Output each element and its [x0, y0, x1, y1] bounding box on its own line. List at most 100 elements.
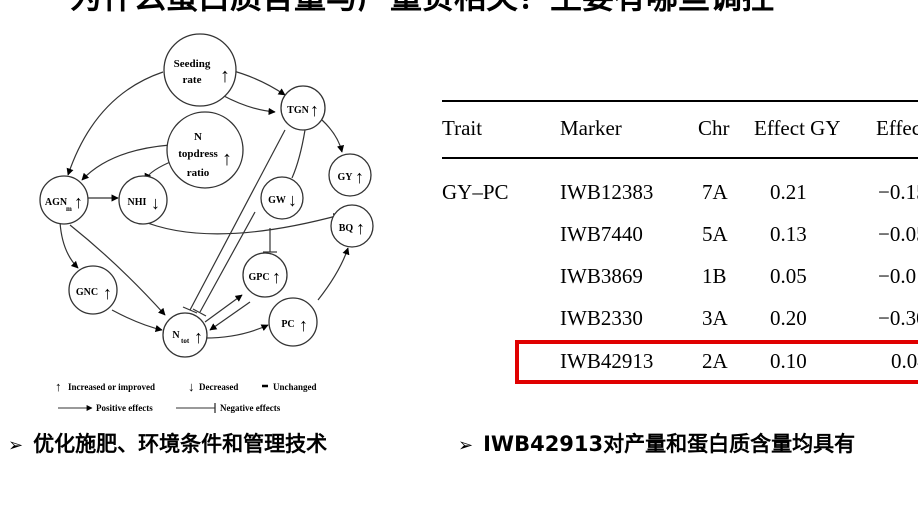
highlight-box [515, 340, 918, 384]
cell-effect-gy: 0.13 [770, 222, 807, 246]
diagram-nodes: Seeding rate ↑ N topdress ratio ↑ TGN ↑ … [39, 33, 374, 358]
cell-effect-gy: 0.21 [770, 180, 807, 204]
svg-text:topdress: topdress [178, 148, 218, 160]
cell-marker: IWB12383 [560, 180, 654, 204]
edge-seeding-to-tgn-inner [221, 94, 276, 116]
cell-marker: IWB7440 [560, 222, 643, 246]
increase-arrow-icon: ↑ [222, 148, 232, 170]
svg-text:rate: rate [183, 74, 202, 86]
svg-text:N: N [172, 330, 180, 341]
bullet-item: ➢ IWB42913对产量和蛋白质含量均具有 [458, 428, 855, 458]
edge-agn-to-gnc [59, 221, 79, 269]
svg-text:N: N [194, 131, 202, 143]
col-header-effect-pc: Effect [876, 116, 918, 140]
node-ntot: N tot ↑ [162, 312, 208, 358]
svg-text:NHI: NHI [128, 197, 147, 208]
edge-seeding-to-agn [66, 71, 164, 176]
svg-text:PC: PC [281, 319, 294, 330]
node-nhi: NHI ↓ [118, 175, 168, 225]
neg-gw-ntot-bar [192, 308, 207, 317]
edge-tgn-to-gw [291, 129, 306, 179]
decrease-arrow-icon: ↓ [288, 190, 297, 210]
edge-tgn-to-gy [321, 119, 345, 153]
cell-trait: GY–PC [442, 180, 509, 204]
diagram-legend: ↑ Increased or improved ↓ Decreased Unch… [55, 379, 317, 413]
node-tgn: TGN ↑ [280, 85, 326, 131]
neg-tgn-ntot-bar [182, 306, 198, 314]
slide-title: 为什么蛋白质含量与产量负相关？主要有哪些调控 [0, 0, 918, 12]
cell-marker: IWB2330 [560, 306, 643, 330]
increase-arrow-icon: ↑ [272, 267, 281, 287]
bullet-arrow-icon: ➢ [458, 435, 474, 456]
col-header-chr: Chr [698, 116, 730, 140]
cell-effect-pc: 0.04 [891, 349, 918, 373]
svg-text:GNC: GNC [76, 287, 98, 298]
edge-pc-to-bq [317, 247, 350, 301]
edge-tgn-to-ntot [189, 129, 286, 311]
edge-gnc-to-ntot [111, 309, 163, 333]
svg-text:Unchanged: Unchanged [273, 382, 317, 392]
cell-chr: 2A [702, 349, 728, 373]
cell-effect-pc: −0.05 [878, 222, 918, 246]
cell-chr: 1B [702, 264, 727, 288]
edge-gpc-to-ntot [209, 301, 251, 331]
cell-effect-gy: 0.10 [770, 349, 807, 373]
svg-text:GW: GW [268, 195, 286, 206]
cell-effect-pc: −0.30 [878, 306, 918, 330]
increase-arrow-icon: ↑ [74, 192, 83, 212]
regulation-network-diagram: Seeding rate ↑ N topdress ratio ↑ TGN ↑ … [39, 33, 374, 413]
bullet-item: ➢ 优化施肥、环境条件和管理技术 [8, 428, 327, 458]
cell-chr: 7A [702, 180, 728, 204]
edge-ntot-to-pc [204, 324, 269, 339]
cell-marker: IWB3869 [560, 264, 643, 288]
table-top-rule [442, 100, 918, 102]
increase-arrow-icon: ↑ [194, 327, 203, 347]
table-header-rule [442, 157, 918, 159]
cell-chr: 3A [702, 306, 728, 330]
svg-text:BQ: BQ [339, 223, 354, 234]
svg-text:Seeding: Seeding [174, 58, 211, 70]
diagram-edges [59, 69, 350, 339]
increase-arrow-icon: ↑ [356, 218, 365, 238]
svg-text:AGN: AGN [45, 197, 68, 208]
decrease-arrow-icon: ↓ [151, 193, 160, 213]
cell-effect-pc: −0.01 [878, 264, 918, 288]
node-agn: AGN m ↑ [39, 175, 89, 225]
edge-topdress-to-agn [81, 144, 171, 181]
svg-text:GY: GY [338, 172, 354, 183]
svg-text:ratio: ratio [187, 167, 210, 179]
node-gpc: GPC ↑ [242, 252, 288, 298]
increase-arrow-icon: ↑ [310, 100, 319, 120]
legend-down-arrow-icon: ↓ [188, 379, 195, 394]
node-gnc: GNC ↑ [68, 265, 118, 315]
svg-text:m: m [66, 205, 72, 213]
bullet-arrow-icon: ➢ [8, 435, 24, 456]
col-header-marker: Marker [560, 116, 622, 140]
svg-text:TGN: TGN [287, 105, 309, 116]
edge-ntot-to-gpc [204, 294, 243, 323]
increase-arrow-icon: ↑ [355, 167, 364, 187]
edge-gw-to-ntot [199, 211, 256, 313]
bullet-text: 优化施肥、环境条件和管理技术 [33, 432, 328, 456]
svg-text:Negative effects: Negative effects [220, 403, 281, 413]
increase-arrow-icon: ↑ [299, 315, 308, 335]
node-pc: PC ↑ [268, 297, 318, 347]
edge-agn-to-ntot [69, 224, 166, 316]
svg-text:Increased or improved: Increased or improved [68, 382, 155, 392]
edge-seeding-to-tgn [229, 69, 286, 96]
node-gy: GY ↑ [328, 153, 372, 197]
cell-effect-gy: 0.05 [770, 264, 807, 288]
node-bq: BQ ↑ [330, 204, 374, 248]
bullet-text: IWB42913对产量和蛋白质含量均具有 [483, 432, 856, 456]
col-header-effect-gy: Effect GY [754, 116, 841, 140]
edge-nhi-to-ntot [139, 213, 341, 235]
increase-arrow-icon: ↑ [103, 283, 112, 303]
cell-marker: IWB42913 [560, 349, 654, 373]
svg-text:Decreased: Decreased [199, 382, 238, 392]
col-header-trait: Trait [442, 116, 483, 140]
marker-effect-table: Trait Marker Chr Effect GY Effect GY–PC … [440, 100, 918, 390]
svg-text:tot: tot [181, 337, 190, 345]
legend-up-arrow-icon: ↑ [55, 379, 62, 394]
node-seeding-rate: Seeding rate ↑ [163, 33, 237, 107]
cell-effect-pc: −0.15 [878, 180, 918, 204]
